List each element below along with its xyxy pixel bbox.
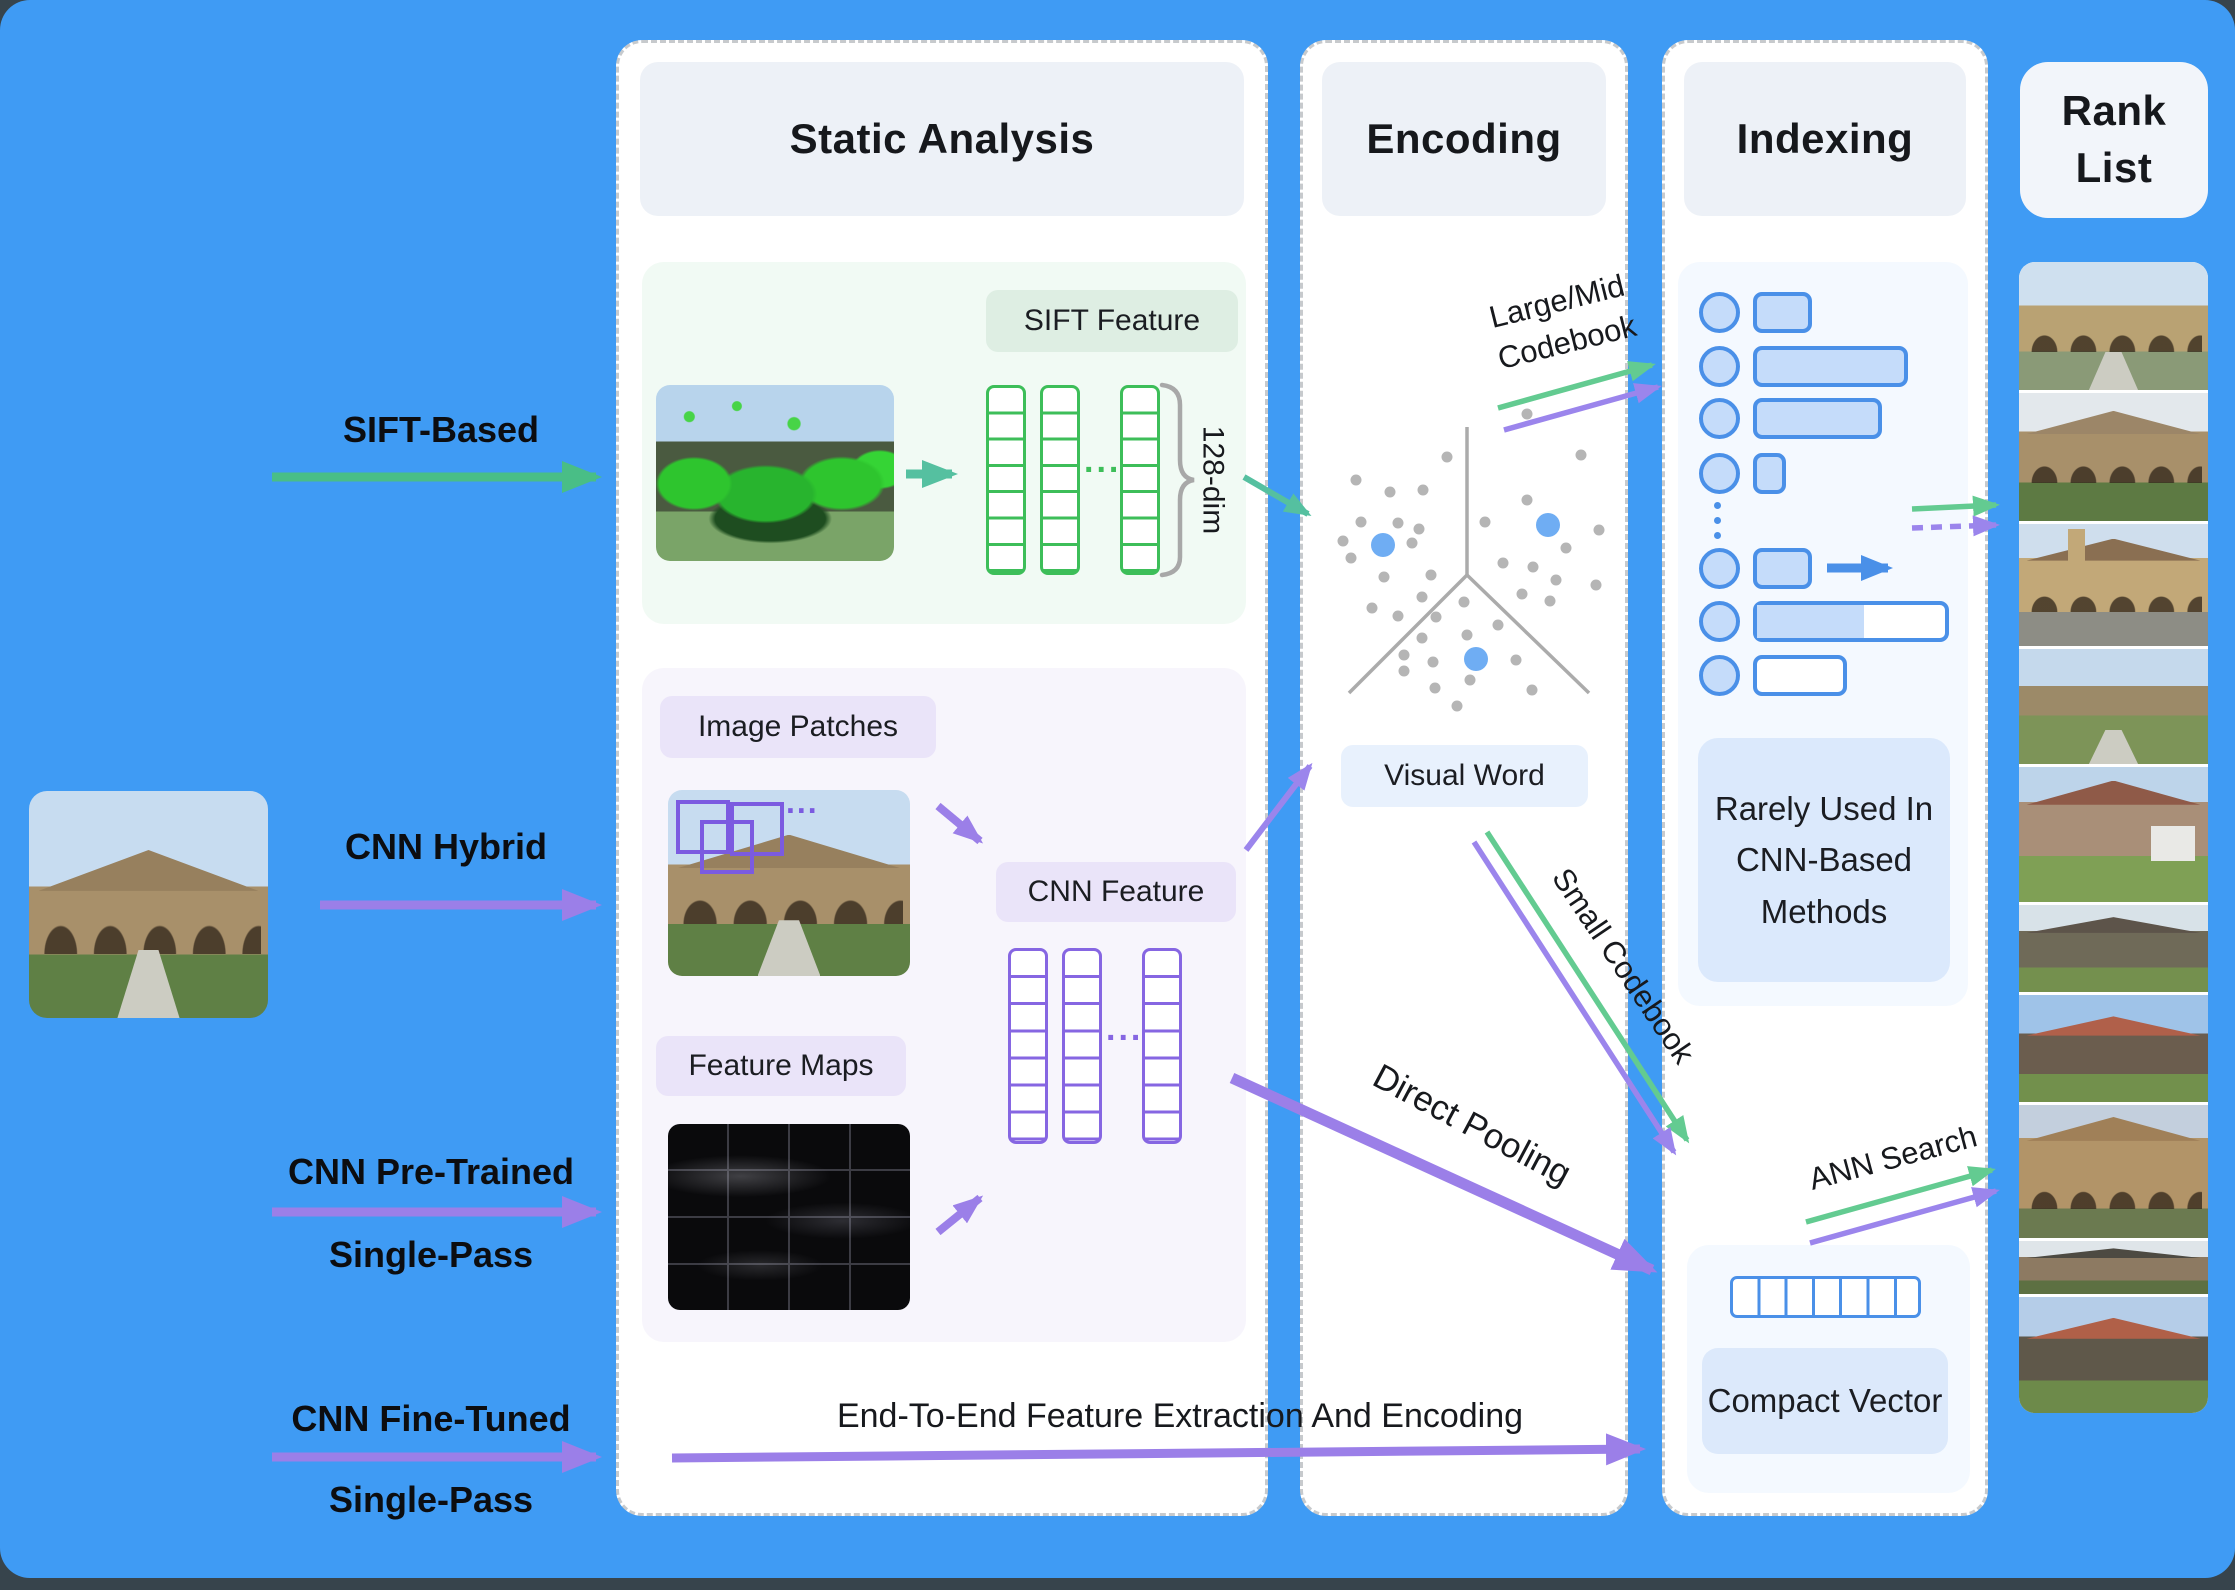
photo-detail [2024, 1179, 2203, 1209]
index-word-circle [1699, 398, 1740, 439]
dim-label: 128-dim [1196, 425, 1230, 535]
static-analysis-title: Static Analysis [640, 62, 1244, 216]
photo-detail [2026, 1248, 2201, 1258]
index-posting-bar [1753, 292, 1812, 333]
patches-ellipsis: ... [786, 784, 819, 820]
rank-image [2019, 262, 2208, 390]
compact-vector-label: Compact Vector [1702, 1348, 1948, 1454]
index-posting-bar [1753, 601, 1949, 642]
label-cnn-pretrained: CNN Pre-Trained [287, 1151, 575, 1192]
encoding-title: Encoding [1322, 62, 1606, 216]
rank-image [2019, 1105, 2208, 1238]
photo-detail [2026, 410, 2201, 434]
rank-image [2019, 393, 2208, 521]
label-sift-based: SIFT-Based [342, 409, 540, 450]
cnn-vector-column [1008, 948, 1048, 1144]
index-posting-bar [1753, 453, 1786, 494]
indexing-title-text: Indexing [1736, 115, 1914, 162]
patch-boxes-overlay: ... [668, 784, 910, 976]
index-word-circle [1699, 548, 1740, 589]
photo-detail [2024, 323, 2203, 352]
rank-image [2019, 905, 2208, 992]
cnn-ellipsis: ... [1106, 1010, 1144, 1048]
photo-detail [117, 949, 180, 1018]
index-word-circle [1699, 453, 1740, 494]
photo-detail [2088, 351, 2139, 390]
cnn-vector-column [1062, 948, 1102, 1144]
rarely-used-label: Rarely Used In CNN-Based Methods [1698, 738, 1950, 982]
compact-vector-cells [1730, 1276, 1921, 1318]
photo-detail [2068, 528, 2086, 561]
index-bar-fill [1757, 605, 1865, 638]
photo-detail [38, 850, 259, 891]
indexing-title: Indexing [1684, 62, 1966, 216]
rank-image [2019, 767, 2208, 902]
rank-list-column [2019, 262, 2208, 1413]
cnn-feature-label: CNN Feature [996, 862, 1236, 922]
index-posting-bar [1753, 398, 1882, 439]
index-posting-bar [1753, 346, 1908, 387]
feature-maps-image [668, 1124, 910, 1310]
photo-detail [2026, 1116, 2201, 1141]
label-pretrained-singlepass: Single-Pass [328, 1234, 534, 1275]
sift-vector-column [1120, 385, 1160, 575]
index-word-circle [1699, 655, 1740, 696]
encoding-title-text: Encoding [1366, 115, 1562, 162]
rank-image [2019, 995, 2208, 1102]
end-to-end-label: End-To-End Feature Extraction And Encodi… [836, 1397, 1524, 1436]
photo-detail [2026, 1016, 2201, 1036]
photo-detail [675, 883, 903, 924]
sift-vector-column [1040, 385, 1080, 575]
cnn-vector-column [1142, 948, 1182, 1144]
query-image [29, 791, 268, 1018]
index-ellipsis-dots [1714, 502, 1721, 539]
rank-image [2019, 1297, 2208, 1413]
image-patches-image [668, 790, 910, 976]
rank-list-title: Rank List [2020, 62, 2208, 218]
index-posting-bar [1753, 548, 1812, 589]
label-finetuned-singlepass: Single-Pass [328, 1479, 534, 1520]
rank-list-title-text: Rank List [2061, 87, 2167, 191]
sift-feature-label: SIFT Feature [986, 290, 1238, 352]
index-word-circle [1699, 292, 1740, 333]
rank-image [2019, 649, 2208, 764]
index-word-circle [1699, 346, 1740, 387]
label-cnn-hybrid: CNN Hybrid [344, 826, 548, 867]
sift-keypoint-blobs [656, 385, 894, 561]
photo-detail [2026, 1317, 2201, 1339]
photo-detail [2151, 826, 2195, 862]
photo-detail [36, 904, 261, 955]
rank-image [2019, 524, 2208, 646]
feature-maps-label: Feature Maps [656, 1036, 906, 1096]
index-word-circle [1699, 601, 1740, 642]
index-posting-bar [1753, 655, 1847, 696]
photo-detail [2088, 729, 2139, 764]
photo-detail [2024, 585, 2203, 612]
sift-vector-column [986, 385, 1026, 575]
image-patches-label: Image Patches [660, 696, 936, 758]
visual-word-label: Visual Word [1341, 745, 1588, 807]
rank-image [2019, 1241, 2208, 1294]
photo-detail [2026, 917, 2201, 933]
photo-detail [2026, 780, 2201, 805]
label-cnn-finetuned: CNN Fine-Tuned [291, 1398, 571, 1439]
sift-ellipsis: ... [1084, 442, 1122, 480]
static-analysis-title-text: Static Analysis [789, 115, 1095, 162]
photo-detail [2024, 454, 2203, 483]
sift-keypoints-image [656, 385, 894, 561]
photo-detail [2026, 538, 2201, 561]
